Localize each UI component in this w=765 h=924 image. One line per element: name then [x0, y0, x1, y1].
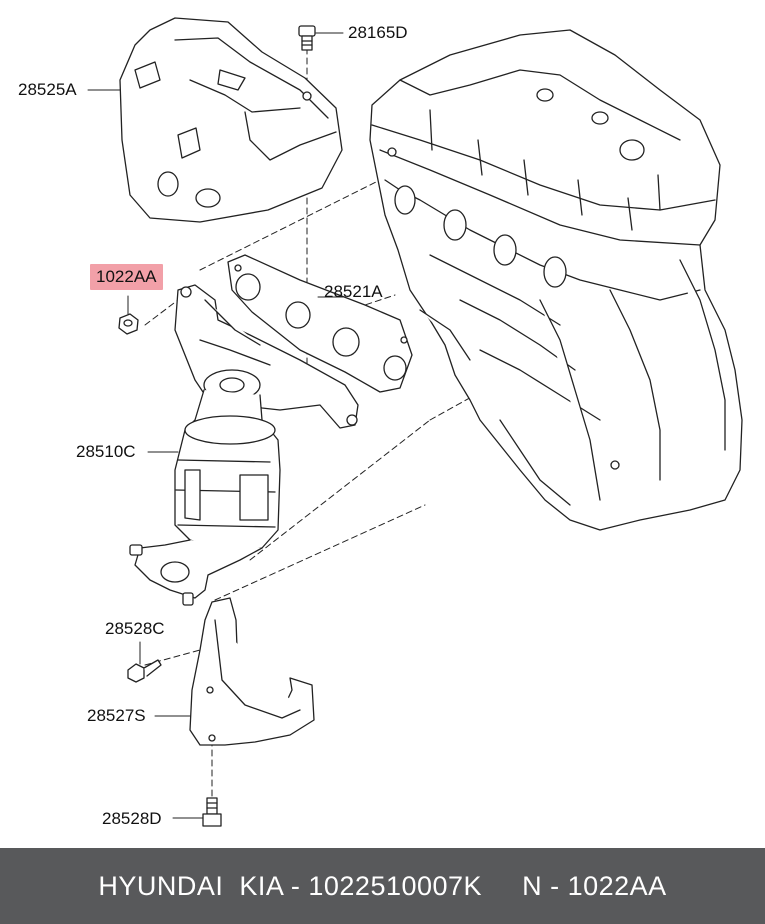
callout-1022aa: 1022AA — [90, 264, 163, 290]
callout-28528c: 28528C — [105, 619, 165, 638]
gasket-part — [227, 254, 413, 393]
bolt-28528c — [127, 659, 162, 683]
bolt-28165d — [298, 25, 316, 51]
footer-short-part-number: N - 1022AA — [522, 870, 667, 901]
callout-28510c: 28510C — [76, 442, 136, 461]
exploded-parts-diagram — [87, 17, 743, 827]
callout-leaders — [87, 32, 346, 819]
nut-1022aa — [118, 313, 139, 335]
engine-block — [369, 29, 743, 531]
bracket-part — [189, 597, 315, 746]
callout-28528d: 28528D — [102, 809, 162, 828]
callout-28525a: 28525A — [18, 80, 77, 99]
bolt-28528d — [202, 797, 222, 827]
heat-shield-part — [119, 17, 343, 223]
callout-28165d: 28165D — [348, 23, 408, 42]
exhaust-manifold-part — [129, 284, 359, 606]
footer-brand-part-number: HYUNDAI KIA - 1022510007K — [98, 870, 483, 901]
callout-28527s: 28527S — [87, 706, 146, 725]
callout-28521a: 28521A — [324, 282, 383, 301]
footer-gap — [482, 871, 522, 902]
part-number-footer: HYUNDAI KIA - 1022510007K N - 1022AA — [0, 848, 765, 924]
